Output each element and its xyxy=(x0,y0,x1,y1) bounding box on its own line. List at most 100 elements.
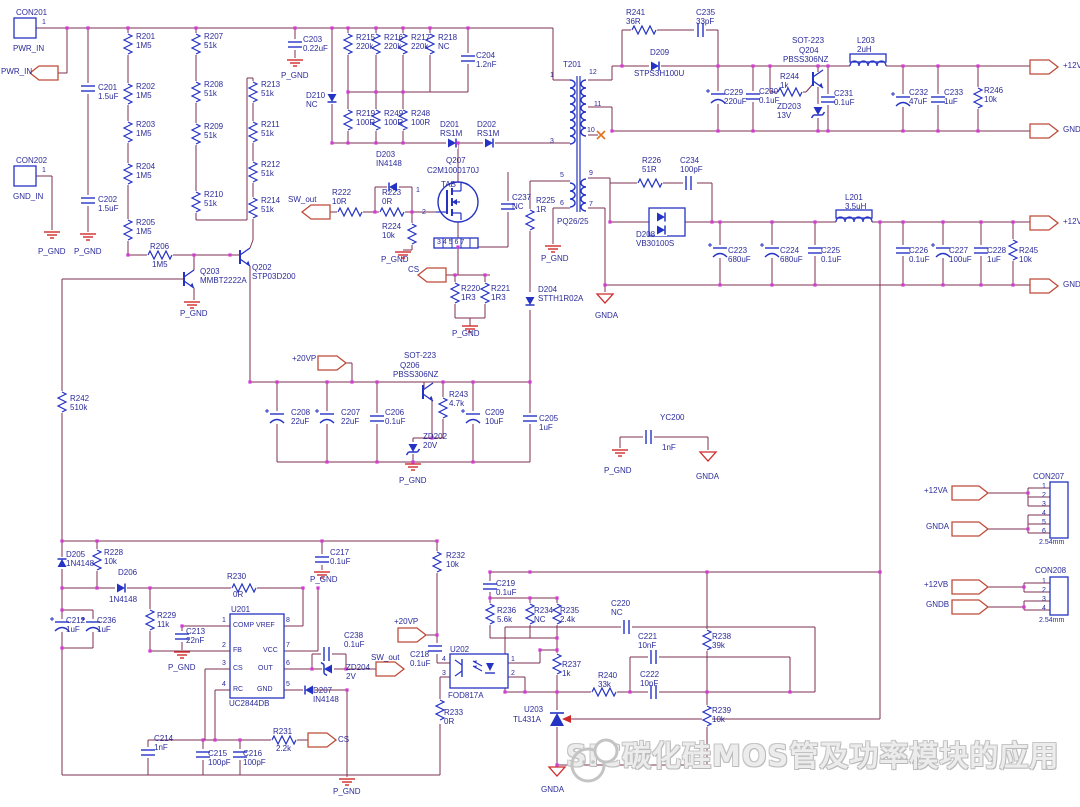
label-c226: C226 0.1uF xyxy=(909,246,930,264)
label-p-gnd: P_GND xyxy=(281,71,309,80)
label-c228: C228 1uF xyxy=(987,246,1007,264)
cap-pol xyxy=(935,252,951,258)
resistor xyxy=(190,33,202,55)
label-p-gnd: P_GND xyxy=(74,247,102,256)
wire xyxy=(405,451,410,456)
opto-led xyxy=(486,663,494,671)
mask xyxy=(480,282,490,304)
label-c227: C227 100uF xyxy=(949,246,972,264)
mask xyxy=(702,705,712,727)
junction-dot xyxy=(471,460,475,464)
diode xyxy=(657,225,665,235)
cap-pol xyxy=(269,418,285,424)
wire xyxy=(323,672,328,677)
junction-dot xyxy=(148,586,152,590)
label-r238: R238 39k xyxy=(712,632,732,650)
junction-dot xyxy=(488,570,492,574)
label-vref: VREF xyxy=(256,622,275,629)
resistor xyxy=(551,603,563,625)
junction-dot xyxy=(1011,220,1015,224)
junction-dot xyxy=(716,64,720,68)
resistor xyxy=(147,249,173,261)
junction-dot xyxy=(213,738,217,742)
label-c218: C218 0.1uF xyxy=(410,650,431,668)
junction-dot xyxy=(330,141,334,145)
label-c221: C221 10nF xyxy=(638,632,658,650)
resistor xyxy=(231,582,257,594)
resistor xyxy=(370,109,382,131)
label-q207: Q207 xyxy=(446,156,466,165)
label-r245: R245 10k xyxy=(1019,246,1039,264)
mask xyxy=(552,603,562,625)
label-sot-223: SOT-223 xyxy=(404,351,437,360)
label-c236: C236 1uF xyxy=(97,616,117,634)
junction-dot xyxy=(813,283,817,287)
resistor xyxy=(406,223,418,245)
junction-dot xyxy=(826,64,830,68)
label-12: 12 xyxy=(589,69,597,76)
resistor xyxy=(424,33,436,55)
port xyxy=(397,627,428,643)
label-3-4-5-6-7: 3 4 5 6 7 xyxy=(437,239,465,246)
mask xyxy=(123,121,133,143)
junction-dot xyxy=(301,586,305,590)
label-r202: R202 1M5 xyxy=(136,82,156,100)
junction-dot xyxy=(346,26,350,30)
label-r236: R236 5.6k xyxy=(497,606,517,624)
port xyxy=(317,355,348,371)
resistor xyxy=(190,81,202,103)
junction-dot xyxy=(751,64,755,68)
junction-dot xyxy=(60,608,64,612)
junction-dot xyxy=(65,26,69,30)
label-2: 2 xyxy=(1042,492,1046,499)
junction-dot xyxy=(325,380,329,384)
label-d207: D207 IN4148 xyxy=(313,686,339,704)
label-0r: 0R xyxy=(233,590,244,599)
junction-dot xyxy=(344,667,348,671)
label-3: 3 xyxy=(222,660,226,667)
junction-dot xyxy=(374,26,378,30)
diode xyxy=(305,685,313,695)
cap-pol xyxy=(764,252,780,258)
label-l201: L201 3.5uH xyxy=(845,193,867,211)
label-p-gnd: P_GND xyxy=(38,247,66,256)
label-c234: C234 100pF xyxy=(680,156,703,174)
label-2: 2 xyxy=(222,642,226,649)
mask xyxy=(191,33,201,55)
junction-dot xyxy=(603,283,607,287)
opto-arrow xyxy=(473,665,477,669)
mask xyxy=(435,699,445,721)
mask xyxy=(248,197,258,219)
port xyxy=(1029,215,1060,231)
label-r242: R242 510k xyxy=(70,394,90,412)
mask xyxy=(123,33,133,55)
label-r248: R248 100R xyxy=(411,109,431,127)
junction-dot xyxy=(503,690,507,694)
junction-dot xyxy=(768,64,772,68)
label-c201: C201 1.5uF xyxy=(98,83,119,101)
mask xyxy=(482,581,498,592)
label-p-gnd: P_GND xyxy=(168,663,196,672)
wire xyxy=(805,83,814,93)
junction-dot xyxy=(816,64,820,68)
label-tl431a: TL431A xyxy=(513,715,542,724)
label-d203: D203 IN4148 xyxy=(376,150,402,168)
junction-dot xyxy=(710,220,714,224)
label-r207: R207 51k xyxy=(204,32,224,50)
label-c217: C217 0.1uF xyxy=(330,548,351,566)
label-r221: R221 1R3 xyxy=(491,284,511,302)
label-cs: CS xyxy=(408,265,420,274)
label-c208: C208 22uF xyxy=(291,408,311,426)
label-r209: R209 51k xyxy=(204,122,224,140)
mask xyxy=(248,81,258,103)
mask xyxy=(232,749,248,760)
resistor xyxy=(379,206,405,218)
label-1: 1 xyxy=(42,167,46,174)
label-r219: R219 100R xyxy=(356,109,376,127)
label-2-54mm: 2.54mm xyxy=(1039,617,1065,624)
label-c235: C235 33pF xyxy=(696,8,716,26)
junction-dot xyxy=(60,646,64,650)
mask xyxy=(398,109,408,131)
mask xyxy=(191,191,201,213)
label-r231: R231 xyxy=(273,727,293,736)
